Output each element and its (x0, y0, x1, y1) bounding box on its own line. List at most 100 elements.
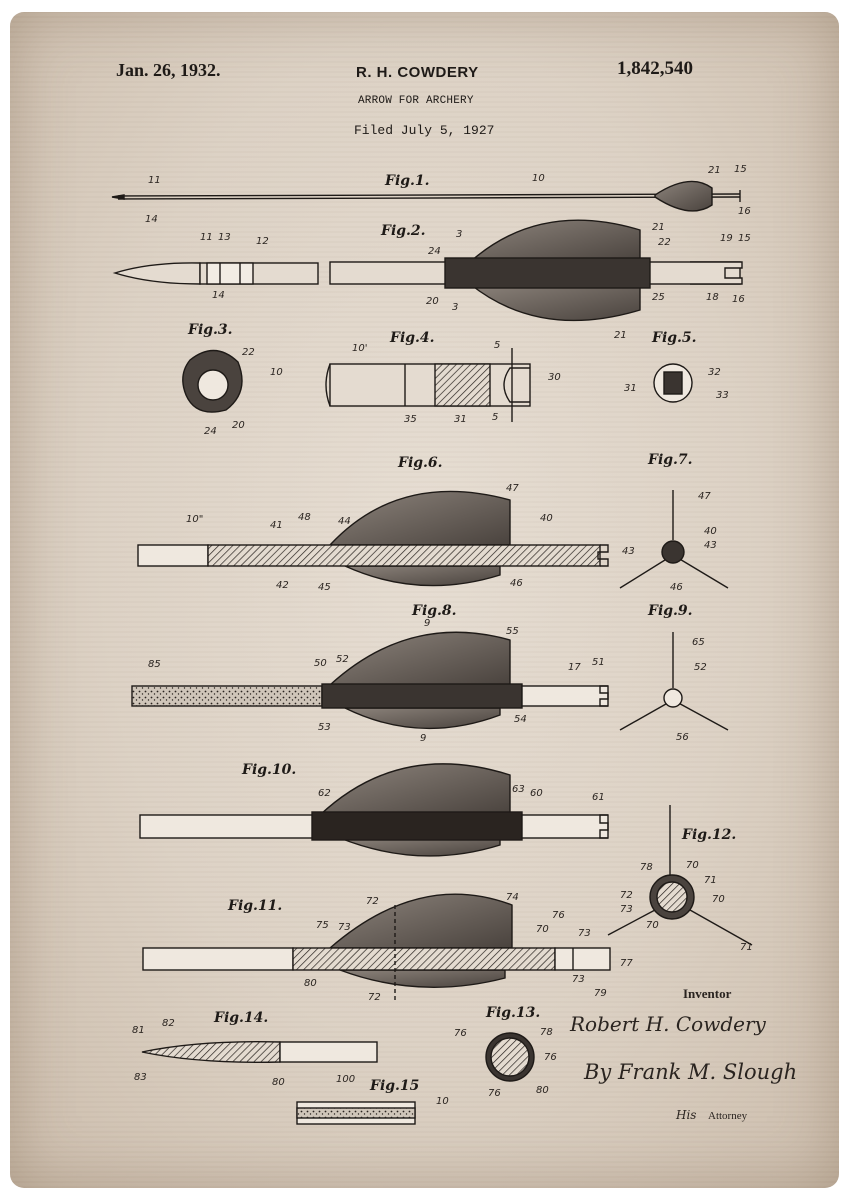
patent-title: ARROW FOR ARCHERY (358, 95, 474, 107)
fig13-drawing (485, 1032, 535, 1082)
fig3-drawing (182, 349, 243, 413)
ref-numeral: 51 (592, 657, 605, 668)
ref-numeral: 20 (232, 420, 245, 431)
ref-numeral: 83 (134, 1072, 147, 1083)
ref-numeral: 10 (270, 367, 283, 378)
ref-numeral: 100 (336, 1074, 356, 1085)
ref-numeral: 10' (352, 343, 368, 354)
fig14-label: Fig.14. (214, 1010, 269, 1026)
ref-numeral: 24 (204, 426, 217, 437)
ref-numeral: 77 (620, 958, 633, 969)
ref-numeral: 71 (740, 942, 753, 953)
ref-numeral: 50 (314, 658, 327, 669)
fig5-label: Fig.5. (652, 330, 697, 346)
ref-numeral: 46 (510, 578, 523, 589)
ref-numeral: 5 (494, 340, 501, 351)
ref-numeral: 70 (712, 894, 725, 905)
ref-numeral: 48 (298, 512, 311, 523)
ref-numeral: 76 (544, 1052, 557, 1063)
fig9-label: Fig.9. (648, 603, 693, 619)
ref-numeral: 11 (200, 232, 213, 243)
ref-numeral: 45 (318, 582, 331, 593)
ref-numeral: 79 (594, 988, 607, 999)
fig10-drawing (139, 763, 609, 857)
ref-numeral: 40 (704, 526, 717, 537)
ref-numeral: 31 (624, 383, 637, 394)
ref-numeral: 47 (698, 491, 711, 502)
ref-numeral: 24 (428, 246, 441, 257)
attorney-signature: By Frank M. Slough (584, 1060, 798, 1084)
ref-numeral: 16 (732, 294, 745, 305)
ref-numeral: 72 (620, 890, 633, 901)
patent-date: Jan. 26, 1932. (116, 60, 221, 80)
fig9-drawing (619, 632, 729, 731)
ref-numeral: 80 (272, 1077, 285, 1088)
ref-numeral: 3 (456, 229, 463, 240)
ref-numeral: 80 (536, 1085, 549, 1096)
fig14-drawing (141, 1041, 378, 1063)
ref-numeral: 12 (256, 236, 269, 247)
ref-numeral: 19 (720, 233, 733, 244)
fig13-label: Fig.13. (486, 1005, 541, 1021)
fig7-drawing (619, 490, 729, 589)
ref-numeral: 72 (366, 896, 379, 907)
ref-numeral: 9 (424, 618, 431, 629)
ref-numeral: 78 (640, 862, 653, 873)
ref-numeral: 47 (506, 483, 519, 494)
ref-numeral: 70 (686, 860, 699, 871)
fig6-label: Fig.6. (398, 455, 443, 471)
fig7-label: Fig.7. (648, 452, 693, 468)
ref-numeral: 55 (506, 626, 519, 637)
ref-numeral: 70 (646, 920, 659, 931)
ref-numeral: 52 (694, 662, 707, 673)
fig11-label: Fig.11. (228, 898, 283, 914)
ref-numeral: 32 (708, 367, 721, 378)
fig15-drawing (296, 1101, 416, 1125)
ref-numeral: 15 (734, 164, 747, 175)
ref-numeral: 10" (186, 514, 204, 525)
ref-numeral: 76 (488, 1088, 501, 1099)
ref-numeral: 54 (514, 714, 527, 725)
ref-numeral: 9 (420, 733, 427, 744)
ref-numeral: 72 (368, 992, 381, 1003)
fig5-drawing (653, 363, 693, 403)
fig12-drawing (607, 805, 753, 946)
ref-numeral: 63 (512, 784, 525, 795)
ref-numeral: 20 (426, 296, 439, 307)
ref-numeral: 74 (506, 892, 519, 903)
ref-numeral: 35 (404, 414, 417, 425)
ref-numeral: 52 (336, 654, 349, 665)
attorney-prefix: His (676, 1108, 697, 1122)
ref-numeral: 5 (492, 412, 499, 423)
fig8-drawing (131, 631, 609, 730)
ref-numeral: 85 (148, 659, 161, 670)
ref-numeral: 70 (536, 924, 549, 935)
ref-numeral: 76 (552, 910, 565, 921)
ref-numeral: 10 (532, 173, 545, 184)
ref-numeral: 73 (338, 922, 351, 933)
ref-numeral: 13 (218, 232, 231, 243)
attorney-label: Attorney (708, 1110, 748, 1122)
ref-numeral: 56 (676, 732, 689, 743)
ref-numeral: 25 (652, 292, 665, 303)
inventor-header: R. H. COWDERY (356, 64, 479, 81)
ref-numeral: 73 (578, 928, 591, 939)
ref-numeral: 80 (304, 978, 317, 989)
fig6-drawing (137, 490, 609, 587)
ref-numeral: 31 (454, 414, 467, 425)
fig4-label: Fig.4. (390, 330, 435, 346)
ref-numeral: 10 (436, 1096, 449, 1107)
fig2-label: Fig.2. (381, 223, 426, 239)
ref-numeral: 18 (706, 292, 719, 303)
ref-numeral: 75 (316, 920, 329, 931)
ref-numeral: 41 (270, 520, 283, 531)
ref-numeral: 3 (452, 302, 459, 313)
ref-numeral: 65 (692, 637, 705, 648)
inventor-label: Inventor (683, 986, 732, 1001)
ref-numeral: 53 (318, 722, 331, 733)
ref-numeral: 30 (548, 372, 561, 383)
ref-numeral: 22 (242, 347, 255, 358)
ref-numeral: 42 (276, 580, 289, 591)
filed-date: Filed July 5, 1927 (354, 123, 495, 138)
